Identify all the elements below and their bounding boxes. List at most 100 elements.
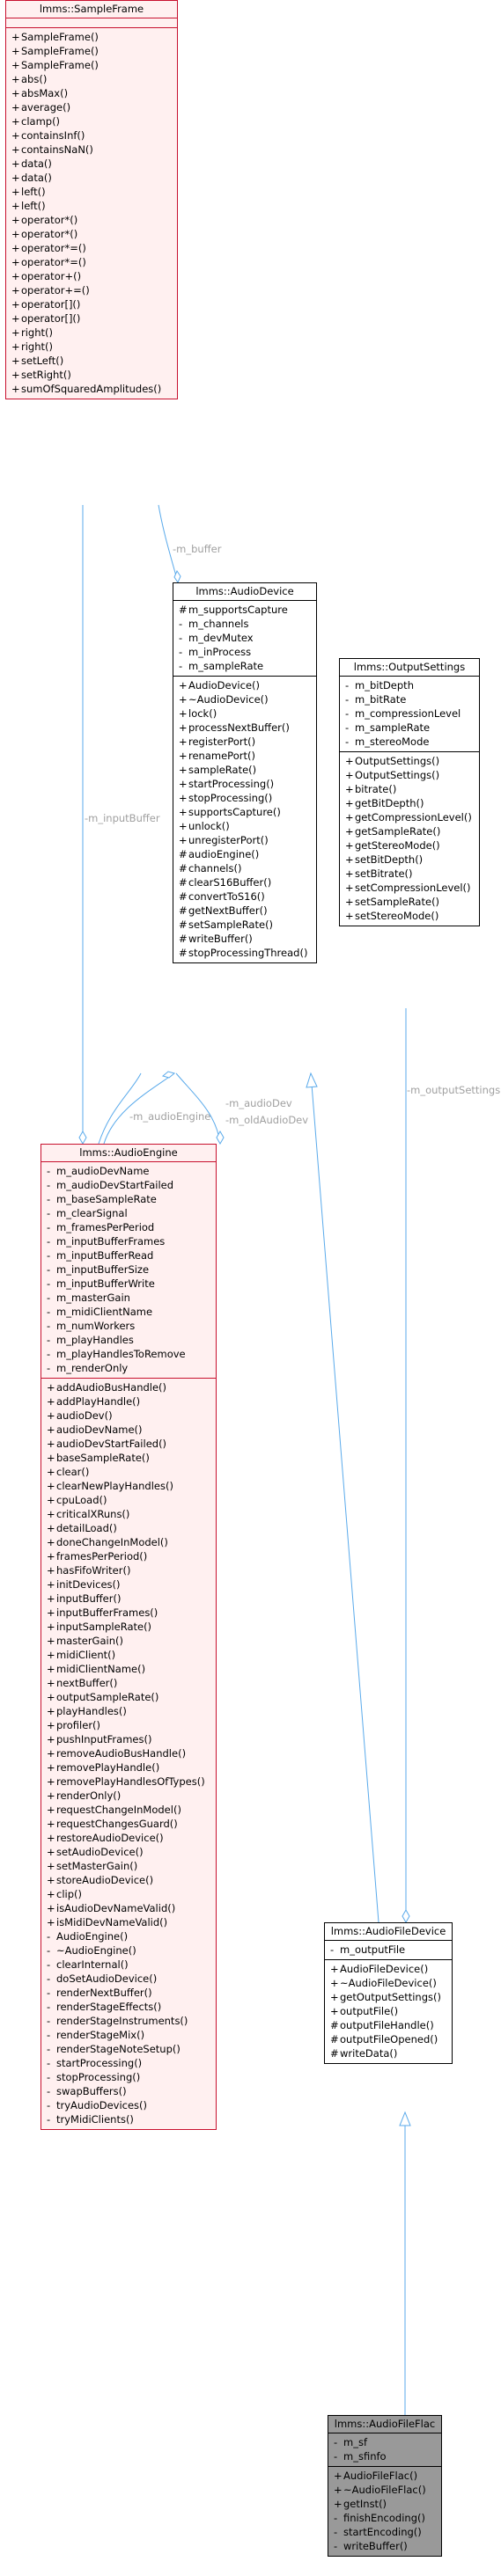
operation-row[interactable]: +absMax() — [6, 86, 177, 100]
class-audio-file-flac[interactable]: lmms::AudioFileFlac-m_sf-m_sfinfo+AudioF… — [328, 2415, 442, 2557]
operation-row[interactable]: #setSampleRate() — [173, 918, 316, 932]
attribute-row[interactable]: -m_sampleRate — [340, 721, 479, 735]
operation-row[interactable]: -startEncoding() — [328, 2525, 441, 2539]
operation-row[interactable]: +setStereoMode() — [340, 909, 479, 923]
class-title[interactable]: lmms::OutputSettings — [340, 659, 479, 677]
operation-row[interactable]: +unregisterPort() — [173, 833, 316, 847]
class-title[interactable]: lmms::SampleFrame — [6, 1, 177, 18]
operation-row[interactable]: +initDevices() — [41, 1577, 216, 1592]
operation-row[interactable]: -AudioEngine() — [41, 1929, 216, 1943]
operation-row[interactable]: +getOutputSettings() — [325, 1990, 452, 2004]
attribute-row[interactable]: -m_numWorkers — [41, 1319, 216, 1333]
attribute-row[interactable]: -m_inputBufferWrite — [41, 1277, 216, 1291]
attribute-row[interactable]: -m_sampleRate — [173, 659, 316, 673]
attribute-row[interactable]: -m_audioDevName — [41, 1164, 216, 1178]
operation-row[interactable]: +operator*=() — [6, 255, 177, 269]
attribute-row[interactable]: -m_sf — [328, 2435, 441, 2449]
operation-row[interactable]: +baseSampleRate() — [41, 1451, 216, 1465]
operation-row[interactable]: -finishEncoding() — [328, 2511, 441, 2525]
attribute-row[interactable]: -m_compressionLevel — [340, 706, 479, 721]
attribute-row[interactable]: -m_audioDevStartFailed — [41, 1178, 216, 1192]
operation-row[interactable]: +SampleFrame() — [6, 44, 177, 58]
operation-row[interactable]: +lock() — [173, 706, 316, 721]
operation-row[interactable]: +SampleFrame() — [6, 30, 177, 44]
class-title[interactable]: lmms::AudioFileFlac — [328, 2416, 441, 2433]
operation-row[interactable]: #audioEngine() — [173, 847, 316, 861]
operation-row[interactable]: +setLeft() — [6, 354, 177, 368]
operation-row[interactable]: +clear() — [41, 1465, 216, 1479]
operation-row[interactable]: +~AudioFileFlac() — [328, 2483, 441, 2497]
operation-row[interactable]: +~AudioDevice() — [173, 692, 316, 706]
operation-row[interactable]: +data() — [6, 171, 177, 185]
class-title[interactable]: lmms::AudioFileDevice — [325, 1923, 452, 1941]
operation-row[interactable]: +midiClient() — [41, 1648, 216, 1662]
operation-row[interactable]: +unlock() — [173, 819, 316, 833]
operation-row[interactable]: +isAudioDevNameValid() — [41, 1901, 216, 1915]
operation-row[interactable]: +getCompressionLevel() — [340, 810, 479, 824]
operation-row[interactable]: +~AudioFileDevice() — [325, 1976, 452, 1990]
operation-row[interactable]: +audioDev() — [41, 1409, 216, 1423]
attribute-row[interactable]: -m_channels — [173, 617, 316, 631]
attribute-row[interactable]: -m_playHandles — [41, 1333, 216, 1347]
operation-row[interactable]: -stopProcessing() — [41, 2070, 216, 2084]
operation-row[interactable]: +cpuLoad() — [41, 1493, 216, 1507]
operation-row[interactable]: +addPlayHandle() — [41, 1394, 216, 1409]
attribute-row[interactable]: -m_clearSignal — [41, 1206, 216, 1220]
operation-row[interactable]: #outputFileHandle() — [325, 2018, 452, 2032]
operation-row[interactable]: +isMidiDevNameValid() — [41, 1915, 216, 1929]
operation-row[interactable]: +operator*=() — [6, 241, 177, 255]
operation-row[interactable]: +operator*() — [6, 213, 177, 227]
operation-row[interactable]: +SampleFrame() — [6, 58, 177, 72]
attribute-row[interactable]: -m_baseSampleRate — [41, 1192, 216, 1206]
attribute-row[interactable]: -m_inputBufferRead — [41, 1248, 216, 1262]
operation-row[interactable]: +setAudioDevice() — [41, 1845, 216, 1859]
operation-row[interactable]: +getBitDepth() — [340, 796, 479, 810]
attribute-row[interactable]: -m_inputBufferSize — [41, 1262, 216, 1277]
operation-row[interactable]: +clearNewPlayHandles() — [41, 1479, 216, 1493]
operation-row[interactable]: +requestChangeInModel() — [41, 1803, 216, 1817]
operation-row[interactable]: +sampleRate() — [173, 763, 316, 777]
operation-row[interactable]: +profiler() — [41, 1718, 216, 1732]
operation-row[interactable]: -startProcessing() — [41, 2056, 216, 2070]
class-output-settings[interactable]: lmms::OutputSettings-m_bitDepth-m_bitRat… — [339, 658, 480, 926]
attribute-row[interactable]: -m_bitDepth — [340, 678, 479, 692]
operation-row[interactable]: #clearS16Buffer() — [173, 875, 316, 889]
attribute-row[interactable]: -m_masterGain — [41, 1291, 216, 1305]
operation-row[interactable]: +sumOfSquaredAmplitudes() — [6, 382, 177, 396]
class-title[interactable]: lmms::AudioEngine — [41, 1145, 216, 1162]
operation-row[interactable]: +addAudioBusHandle() — [41, 1380, 216, 1394]
operation-row[interactable]: #stopProcessingThread() — [173, 946, 316, 960]
operation-row[interactable]: +outputFile() — [325, 2004, 452, 2018]
operation-row[interactable]: +getInst() — [328, 2497, 441, 2511]
operation-row[interactable]: -writeBuffer() — [328, 2539, 441, 2553]
attribute-row[interactable]: -m_framesPerPeriod — [41, 1220, 216, 1234]
operation-row[interactable]: +inputSampleRate() — [41, 1620, 216, 1634]
operation-row[interactable]: +AudioDevice() — [173, 678, 316, 692]
attribute-row[interactable]: -m_inputBufferFrames — [41, 1234, 216, 1248]
operation-row[interactable]: -swapBuffers() — [41, 2084, 216, 2098]
operation-row[interactable]: #writeData() — [325, 2046, 452, 2060]
operation-row[interactable]: +framesPerPeriod() — [41, 1549, 216, 1563]
operation-row[interactable]: -renderNextBuffer() — [41, 1986, 216, 2000]
class-audio-engine[interactable]: lmms::AudioEngine-m_audioDevName-m_audio… — [41, 1144, 217, 2130]
operation-row[interactable]: +criticalXRuns() — [41, 1507, 216, 1521]
operation-row[interactable]: -tryMidiClients() — [41, 2112, 216, 2126]
operation-row[interactable]: +restoreAudioDevice() — [41, 1831, 216, 1845]
operation-row[interactable]: +hasFifoWriter() — [41, 1563, 216, 1577]
operation-row[interactable]: +stopProcessing() — [173, 791, 316, 805]
operation-row[interactable]: +right() — [6, 340, 177, 354]
attribute-row[interactable]: -m_inProcess — [173, 645, 316, 659]
operation-row[interactable]: +setRight() — [6, 368, 177, 382]
operation-row[interactable]: +clamp() — [6, 114, 177, 128]
operation-row[interactable]: +pushInputFrames() — [41, 1732, 216, 1746]
operation-row[interactable]: +removePlayHandle() — [41, 1760, 216, 1775]
operation-row[interactable]: +audioDevName() — [41, 1423, 216, 1437]
attribute-row[interactable]: -m_sfinfo — [328, 2449, 441, 2463]
operation-row[interactable]: -renderStageNoteSetup() — [41, 2042, 216, 2056]
operation-row[interactable]: -renderStageEffects() — [41, 2000, 216, 2014]
operation-row[interactable]: +AudioFileFlac() — [328, 2469, 441, 2483]
operation-row[interactable]: +operator[]() — [6, 297, 177, 311]
operation-row[interactable]: +left() — [6, 185, 177, 199]
attribute-row[interactable]: -m_devMutex — [173, 631, 316, 645]
operation-row[interactable]: +OutputSettings() — [340, 768, 479, 782]
